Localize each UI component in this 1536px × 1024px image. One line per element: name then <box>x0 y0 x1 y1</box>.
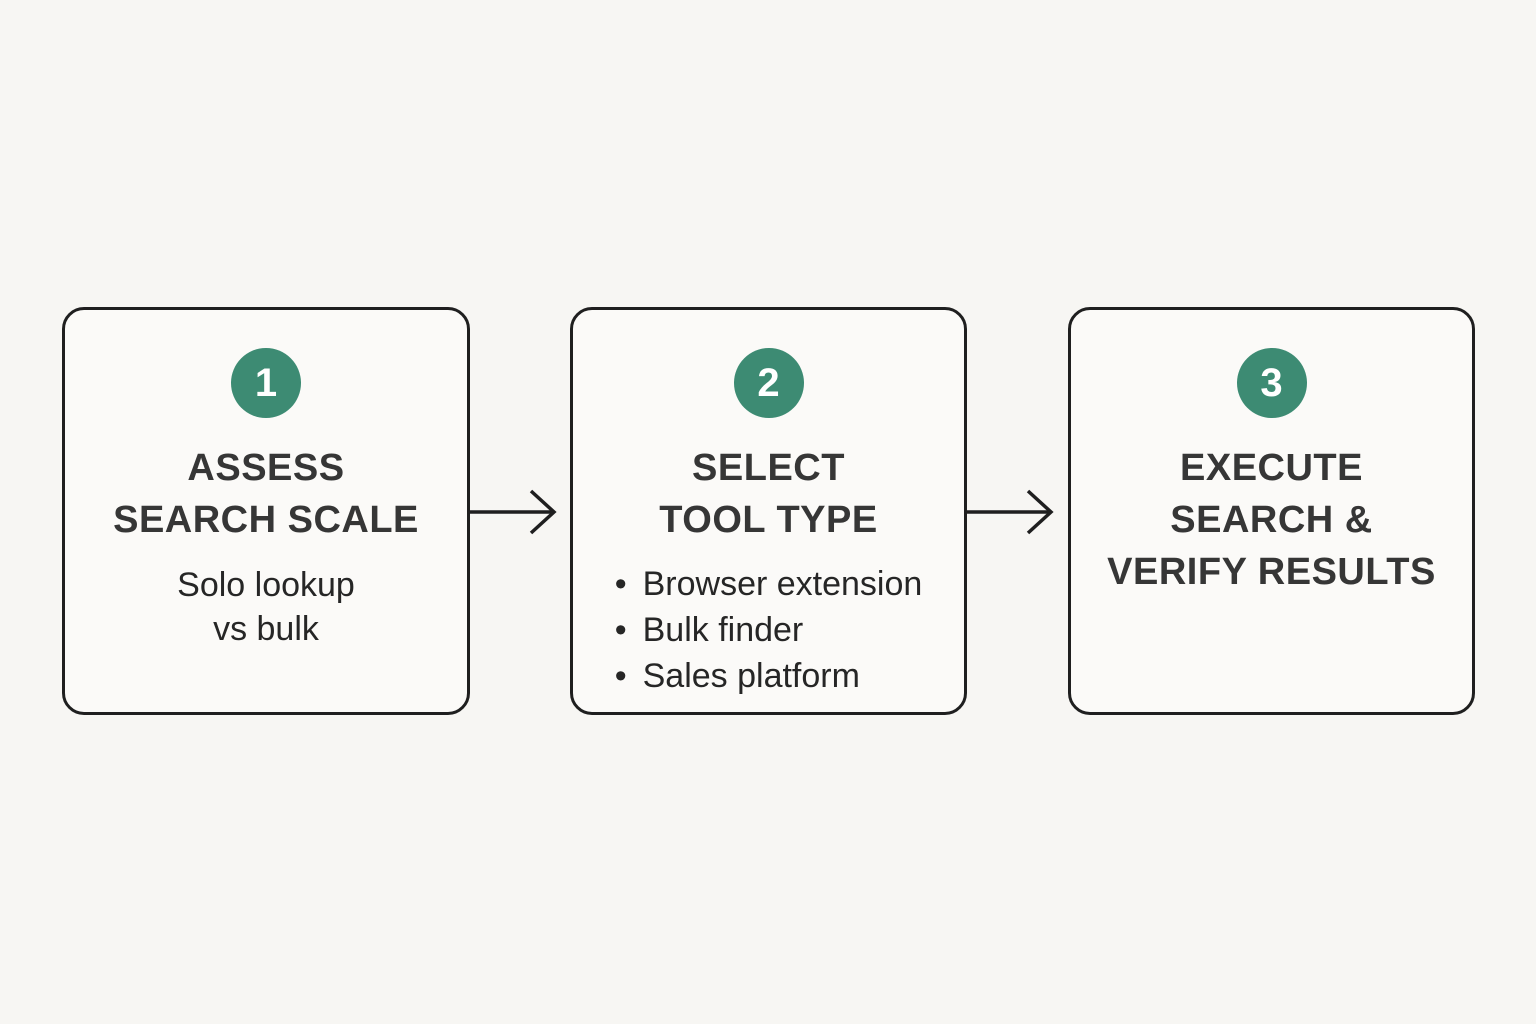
bullet-item-label: Browser extension <box>642 565 923 603</box>
bullet-dot-icon: • <box>614 565 627 603</box>
step-3-number-badge: 3 <box>1236 348 1307 418</box>
step-box-1: 1 ASSESS SEARCH SCALE Solo lookup vs bul… <box>62 307 470 715</box>
step-1-title: ASSESS SEARCH SCALE <box>65 442 467 546</box>
step-subtitle-line: Solo lookup <box>177 566 355 604</box>
step-title-line: EXECUTE <box>1180 447 1363 489</box>
bullet-item-label: Sales platform <box>642 657 860 695</box>
step-title-line: SEARCH SCALE <box>113 499 419 541</box>
step-title-line: SEARCH & <box>1170 499 1373 541</box>
step-2-bullet-list: • Browser extension • Bulk finder • Sale… <box>615 561 923 699</box>
bullet-item: • Browser extension <box>615 561 923 607</box>
step-1-subtitle: Solo lookup vs bulk <box>65 563 467 651</box>
bullet-item: • Sales platform <box>615 653 923 699</box>
step-2-number-badge: 2 <box>733 348 804 418</box>
step-title-line: ASSESS <box>187 447 345 489</box>
step-title-line: TOOL TYPE <box>659 499 878 541</box>
step-title-line: VERIFY RESULTS <box>1107 551 1436 593</box>
bullet-dot-icon: • <box>614 611 627 649</box>
bullet-dot-icon: • <box>614 657 627 695</box>
arrow-right-icon <box>468 489 557 535</box>
step-box-3: 3 EXECUTE SEARCH & VERIFY RESULTS <box>1068 307 1475 715</box>
bullet-item-label: Bulk finder <box>642 611 804 649</box>
step-subtitle-line: vs bulk <box>213 610 319 648</box>
step-title-line: SELECT <box>692 447 845 489</box>
step-box-2: 2 SELECT TOOL TYPE • Browser extension •… <box>570 307 967 715</box>
step-3-title: EXECUTE SEARCH & VERIFY RESULTS <box>1071 442 1472 598</box>
bullet-item: • Bulk finder <box>615 607 923 653</box>
step-2-title: SELECT TOOL TYPE <box>573 442 964 546</box>
step-1-number-badge: 1 <box>231 348 301 418</box>
arrow-right-icon <box>965 489 1054 535</box>
